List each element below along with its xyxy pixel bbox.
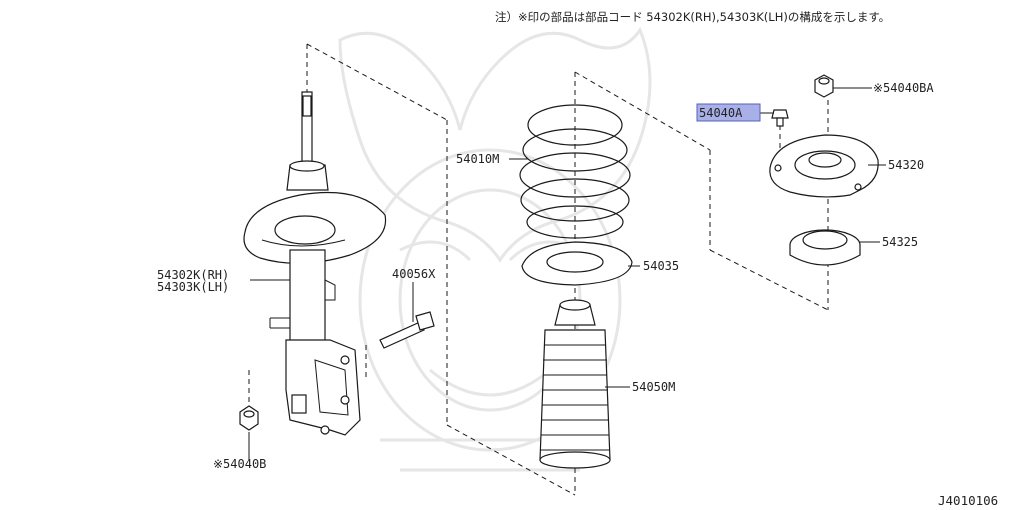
label-54040b[interactable]: ※54040B <box>213 457 266 471</box>
leader-lines <box>248 87 886 460</box>
label-54325[interactable]: 54325 <box>882 235 918 249</box>
nut-54040ba <box>814 74 834 98</box>
label-54040a[interactable]: 54040A <box>699 106 743 120</box>
label-40056x[interactable]: 40056X <box>392 267 436 281</box>
spring-seat-54035 <box>521 241 633 286</box>
label-54320[interactable]: 54320 <box>888 158 924 172</box>
bolt-40056x <box>379 311 435 349</box>
coil-spring-54010m <box>519 104 631 239</box>
strut-assembly <box>239 91 435 436</box>
strut-tube <box>289 249 326 346</box>
bolt-54040a <box>771 109 789 127</box>
label-54010m[interactable]: 54010M <box>456 152 499 166</box>
knuckle-bracket <box>285 339 361 436</box>
label-54035[interactable]: 54035 <box>643 259 679 273</box>
label-54302k[interactable]: 54302K(RH) <box>157 268 229 282</box>
bound-bumper-54050m <box>539 299 611 469</box>
strut-mount-54320 <box>769 134 879 198</box>
label-54050m[interactable]: 54050M <box>632 380 675 394</box>
diagram-code: J4010106 <box>938 493 998 508</box>
nut-54040b <box>239 405 259 431</box>
label-54303k[interactable]: 54303K(LH) <box>157 280 229 294</box>
label-54040ba[interactable]: ※54040BA <box>873 81 934 95</box>
highlight-box-54040a <box>696 103 761 122</box>
header-note: 注）※印の部品は部品コード 54302K(RH),54303K(LH)の構成を示… <box>495 10 890 24</box>
bearing-54325 <box>789 229 861 266</box>
